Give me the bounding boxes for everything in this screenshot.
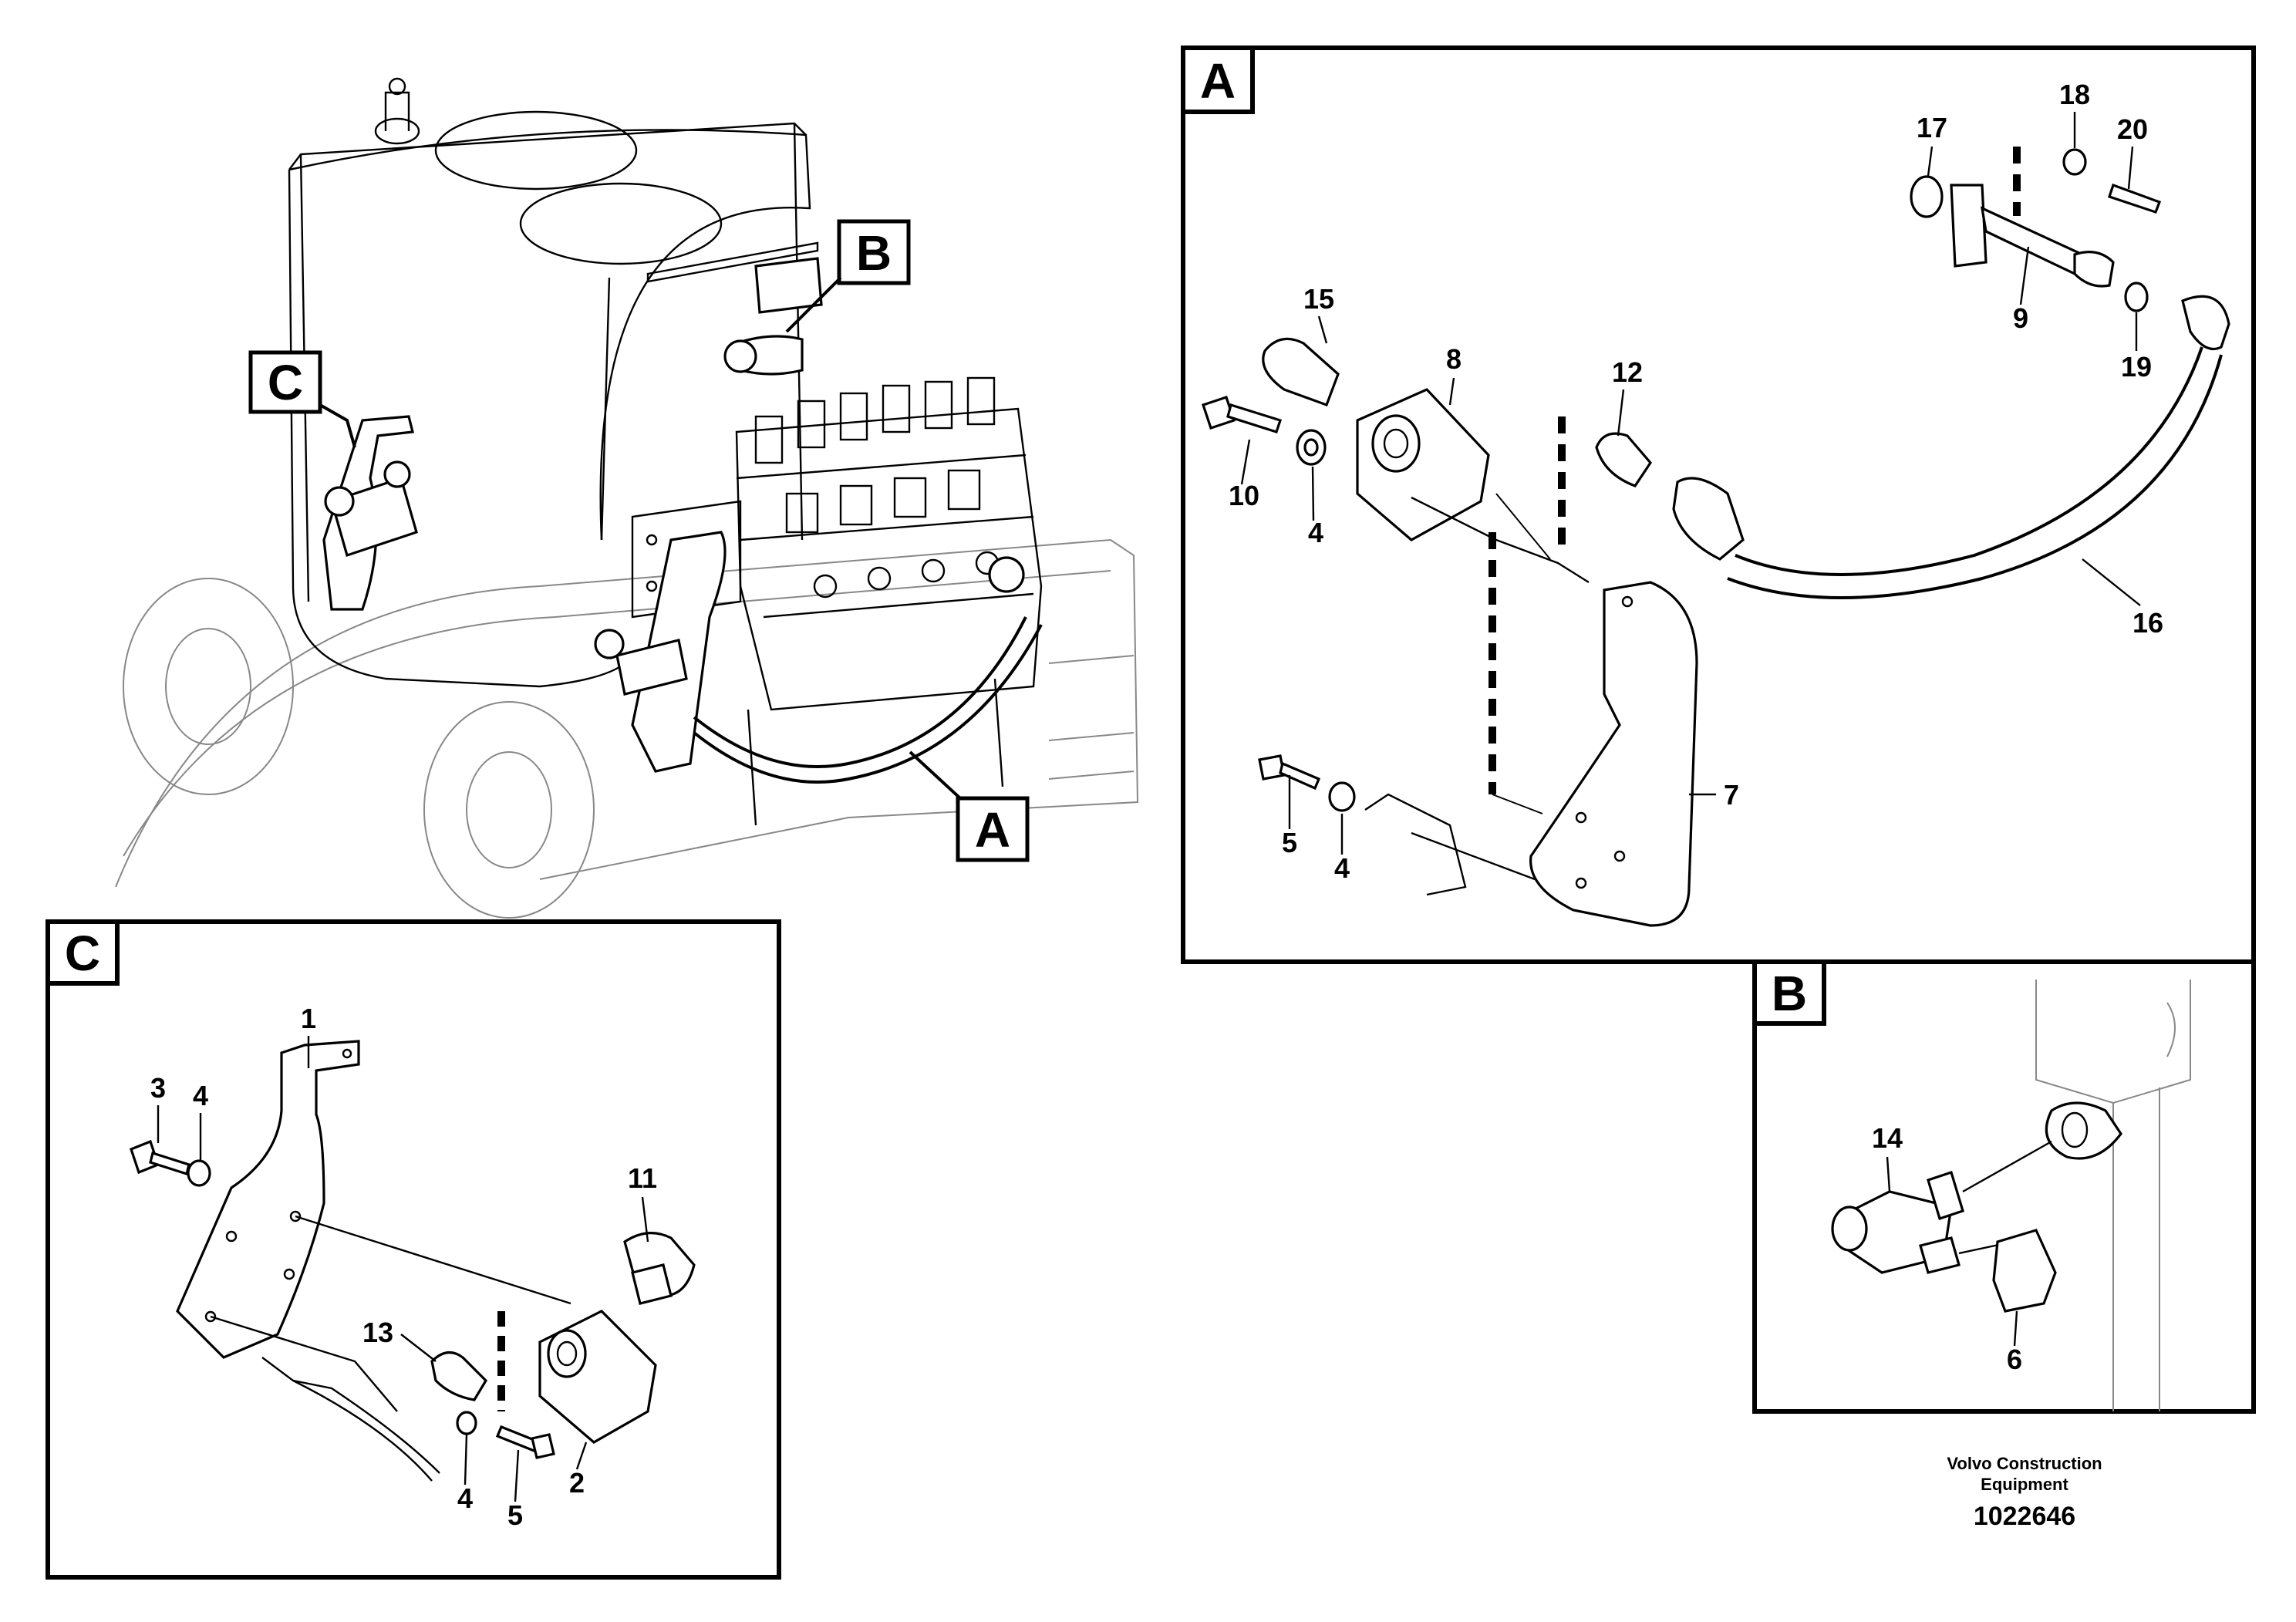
callout-2: 2 [569, 1467, 585, 1499]
view-A-callouts: 15 8 10 4 12 17 18 20 9 19 16 7 5 4 [1229, 79, 2163, 884]
detail-view-A: A [1181, 46, 2256, 964]
callout-4-upper: 4 [1308, 517, 1323, 548]
callout-4-lower: 4 [1334, 852, 1350, 884]
callout-19: 19 [2121, 351, 2152, 383]
callout-12: 12 [1612, 356, 1643, 388]
callout-17: 17 [1917, 112, 1947, 143]
svg-text:C: C [268, 355, 303, 410]
callout-3: 3 [150, 1072, 166, 1104]
callout-10: 10 [1229, 480, 1259, 511]
callout-6: 6 [2007, 1344, 2022, 1375]
callout-8: 8 [1446, 343, 1462, 375]
callout-5-C: 5 [507, 1499, 523, 1531]
view-C-callouts: 1 3 4 11 13 4 5 2 [150, 1003, 657, 1531]
drawing-number: 1022646 [1974, 1502, 2075, 1531]
view-B-label: B [1772, 966, 1807, 1021]
overview-illustration [115, 77, 1139, 919]
svg-text:A: A [975, 802, 1010, 858]
callout-18: 18 [2059, 79, 2090, 110]
view-C-label: C [65, 926, 100, 981]
view-A-label: A [1200, 53, 1236, 109]
overview-callout-B[interactable]: B [785, 219, 911, 333]
callout-1: 1 [301, 1003, 316, 1034]
detail-view-B: B [1752, 959, 2256, 1414]
callout-16: 16 [2132, 607, 2163, 639]
company-name-line1: Volvo Construction [1947, 1454, 2102, 1473]
company-name-line2: Equipment [1981, 1475, 2068, 1494]
callout-11: 11 [628, 1162, 657, 1194]
svg-text:B: B [856, 225, 892, 281]
callout-15: 15 [1303, 283, 1334, 315]
callout-9: 9 [2013, 302, 2028, 334]
callout-4-C-upper: 4 [193, 1080, 208, 1111]
callout-13: 13 [362, 1317, 393, 1348]
callout-20: 20 [2117, 113, 2148, 145]
callout-14: 14 [1872, 1122, 1903, 1154]
overview-callout-A[interactable]: A [909, 750, 1030, 862]
overview-callout-C[interactable]: C [248, 350, 356, 448]
callout-7: 7 [1724, 779, 1739, 811]
callout-4-C-lower: 4 [457, 1482, 473, 1514]
view-B-callouts: 14 6 [1872, 1122, 2022, 1375]
callout-5-A: 5 [1282, 827, 1297, 858]
drawing-footer: Volvo Construction Equipment 1022646 [1947, 1454, 2102, 1531]
detail-view-C: C [46, 919, 781, 1580]
